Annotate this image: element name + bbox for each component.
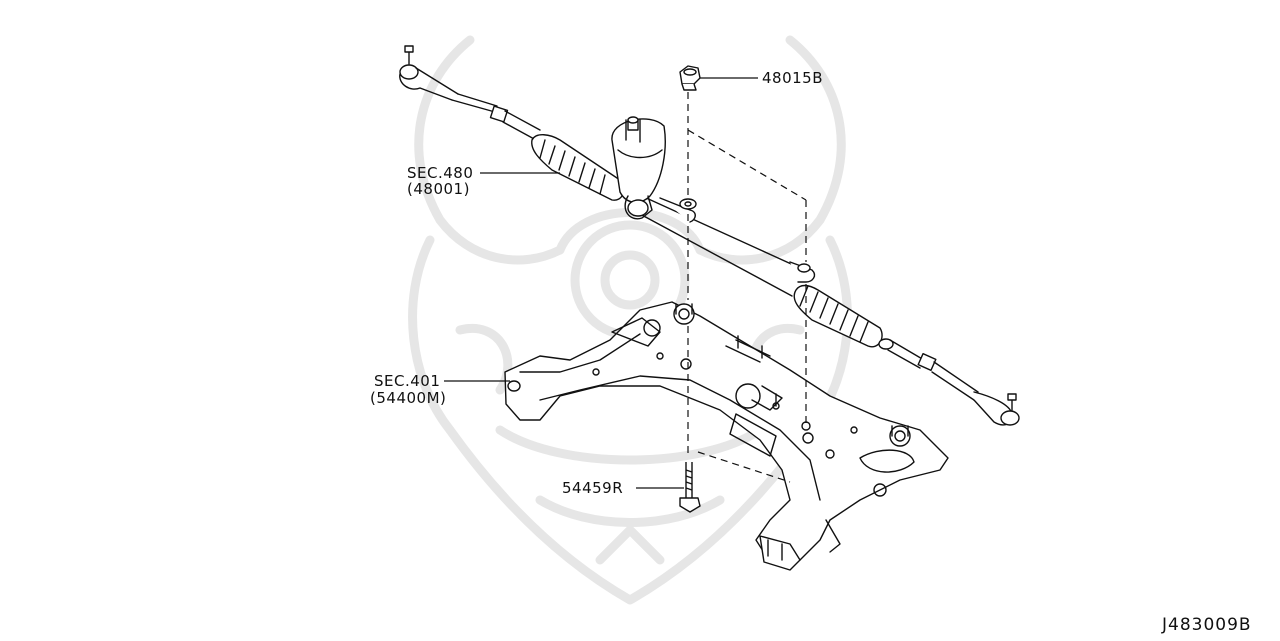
pinion-housing bbox=[611, 116, 666, 220]
callout-48015b: 48015B bbox=[762, 69, 823, 87]
rack-housing bbox=[619, 185, 816, 297]
callout-sec-401: SEC.401 bbox=[374, 372, 440, 390]
left-boot bbox=[531, 134, 625, 201]
steering-gear-assembly bbox=[399, 45, 1020, 426]
leader-lines bbox=[444, 77, 758, 489]
callout-48001: (48001) bbox=[407, 180, 470, 198]
assembly-dashed-lines bbox=[687, 92, 807, 483]
right-boot bbox=[793, 284, 894, 350]
left-tie-rod-end bbox=[399, 45, 498, 113]
nut-48015b bbox=[679, 65, 701, 91]
right-tie-rod-end bbox=[973, 391, 1020, 426]
left-tie-rod bbox=[489, 105, 541, 141]
callout-54400m: (54400M) bbox=[370, 389, 446, 407]
front-suspension-member bbox=[504, 301, 949, 571]
callout-sec-480: SEC.480 bbox=[407, 164, 473, 182]
callout-54459r: 54459R bbox=[562, 479, 623, 497]
bolt-54459r bbox=[679, 462, 701, 513]
right-tie-rod bbox=[887, 339, 979, 401]
diagram-id: J483009B bbox=[1161, 615, 1252, 635]
